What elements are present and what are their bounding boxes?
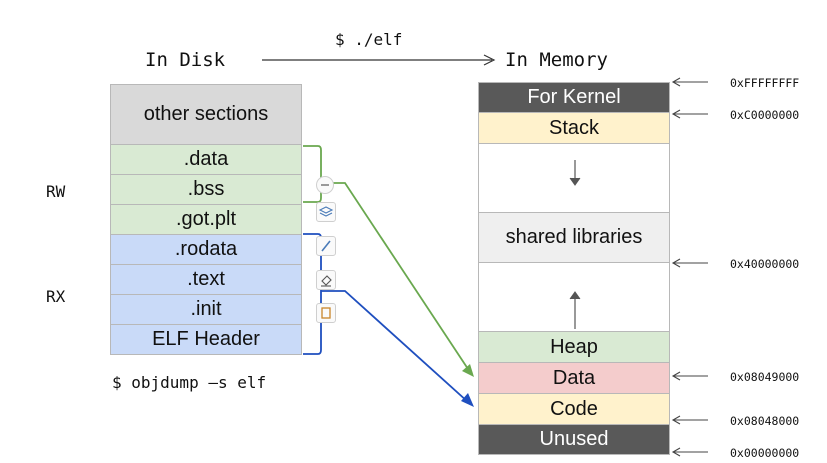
rw-arrow: [321, 182, 471, 373]
rw-arrowhead: [462, 364, 474, 377]
in-disk-heading: In Disk: [145, 49, 226, 71]
section-text: .text: [110, 265, 302, 295]
address-bottom: 0x00000000: [730, 446, 800, 460]
heap-grow-arrow: [569, 291, 581, 329]
section-got-plt: .got.plt: [110, 205, 302, 235]
layers-icon[interactable]: [316, 202, 336, 222]
region-data: Data: [478, 363, 670, 394]
memory-layout: For Kernel Stack shared libraries Heap D…: [478, 82, 670, 455]
collapse-icon[interactable]: [316, 176, 334, 194]
objdump-command: $ objdump –s elf: [112, 373, 267, 392]
region-heap-growth: [478, 263, 670, 332]
address-data: 0x08049000: [730, 370, 800, 384]
run-command: $ ./elf: [335, 30, 403, 49]
region-heap: Heap: [478, 332, 670, 363]
section-init: .init: [110, 295, 302, 325]
rw-bracket: [303, 145, 322, 203]
disk-layout: other sections .data .bss .got.plt .roda…: [110, 84, 302, 355]
section-other-sections: other sections: [110, 84, 302, 145]
rx-arrowhead: [461, 393, 474, 407]
in-memory-heading: In Memory: [505, 49, 608, 71]
stack-grow-arrow: [569, 160, 581, 186]
address-pointers: [671, 77, 708, 457]
section-bss: .bss: [110, 175, 302, 205]
region-stack-growth: [478, 144, 670, 213]
pen-icon[interactable]: [316, 236, 336, 256]
address-shared-libs: 0x40000000: [730, 257, 800, 271]
section-rodata: .rodata: [110, 235, 302, 265]
frame-icon[interactable]: [316, 303, 336, 323]
run-arrow: [262, 54, 496, 66]
region-kernel: For Kernel: [478, 82, 670, 113]
address-kernel-start: 0xC0000000: [730, 108, 800, 122]
section-elf-header: ELF Header: [110, 325, 302, 355]
rw-label: RW: [46, 182, 66, 201]
rx-label: RX: [46, 287, 66, 306]
rx-bracket: [303, 233, 322, 355]
address-top: 0xFFFFFFFF: [730, 76, 800, 90]
rx-arrow: [321, 290, 469, 403]
region-unused: Unused: [478, 425, 670, 455]
eraser-icon[interactable]: [316, 270, 336, 290]
region-stack: Stack: [478, 113, 670, 144]
region-shared-libraries: shared libraries: [478, 213, 670, 263]
region-code: Code: [478, 394, 670, 425]
section-data: .data: [110, 145, 302, 175]
address-code: 0x08048000: [730, 414, 800, 428]
